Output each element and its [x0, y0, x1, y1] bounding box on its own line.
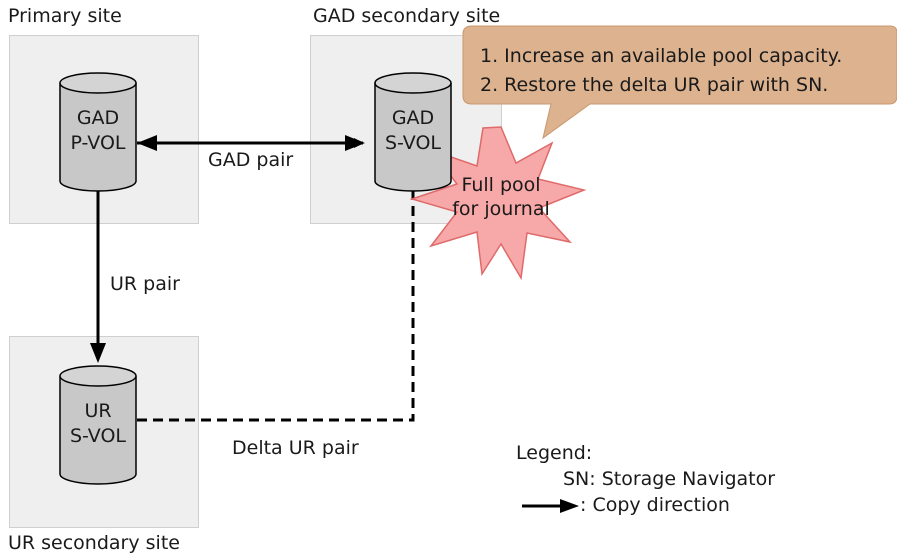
callout-step-1: 1. Increase an available pool capacity. [480, 45, 843, 67]
primary-site-label: Primary site [8, 5, 122, 27]
gad-pair-label: GAD pair [208, 149, 294, 171]
gad-svol-cylinder: GAD S-VOL [374, 72, 452, 194]
delta-ur-pair-label: Delta UR pair [232, 437, 359, 459]
legend-copy-direction: : Copy direction [580, 494, 730, 516]
gad-pair-arrowhead-left [137, 135, 157, 151]
delta-ur-pair-line [136, 190, 415, 422]
callout-steps: 1. Increase an available pool capacity. … [480, 42, 842, 100]
gad-secondary-site-label: GAD secondary site [313, 5, 501, 27]
gad-svol-label-line1: GAD [391, 107, 435, 129]
ur-svol-cylinder: UR S-VOL [59, 365, 137, 487]
ur-pair-arrowhead [90, 343, 106, 363]
ur-pair-label: UR pair [110, 273, 180, 295]
legend-title: Legend: [516, 442, 593, 464]
legend: Legend: SN: Storage Navigator : Copy dir… [516, 440, 775, 518]
ur-svol-label-line1: UR [84, 400, 112, 422]
gad-pair-arrowhead-right [345, 135, 365, 151]
full-pool-alert: Full pool for journal [436, 173, 566, 221]
full-pool-alert-line2: for journal [452, 198, 550, 220]
legend-sn: SN: Storage Navigator [563, 468, 776, 490]
callout-step-2: 2. Restore the delta UR pair with SN. [480, 74, 829, 96]
gad-pvol-label-line1: GAD [76, 107, 120, 129]
gad-pvol-label-line2: P-VOL [70, 132, 126, 154]
gad-svol-label-line2: S-VOL [384, 132, 441, 154]
ur-svol-label-line2: S-VOL [69, 425, 126, 447]
ur-secondary-site-label: UR secondary site [8, 532, 180, 554]
legend-arrow-row: : Copy direction [522, 492, 775, 518]
callout-bubble [462, 25, 897, 140]
copy-direction-arrow-icon [522, 498, 579, 513]
gad-pvol-cylinder: GAD P-VOL [59, 72, 137, 194]
full-pool-alert-line1: Full pool [461, 174, 541, 196]
